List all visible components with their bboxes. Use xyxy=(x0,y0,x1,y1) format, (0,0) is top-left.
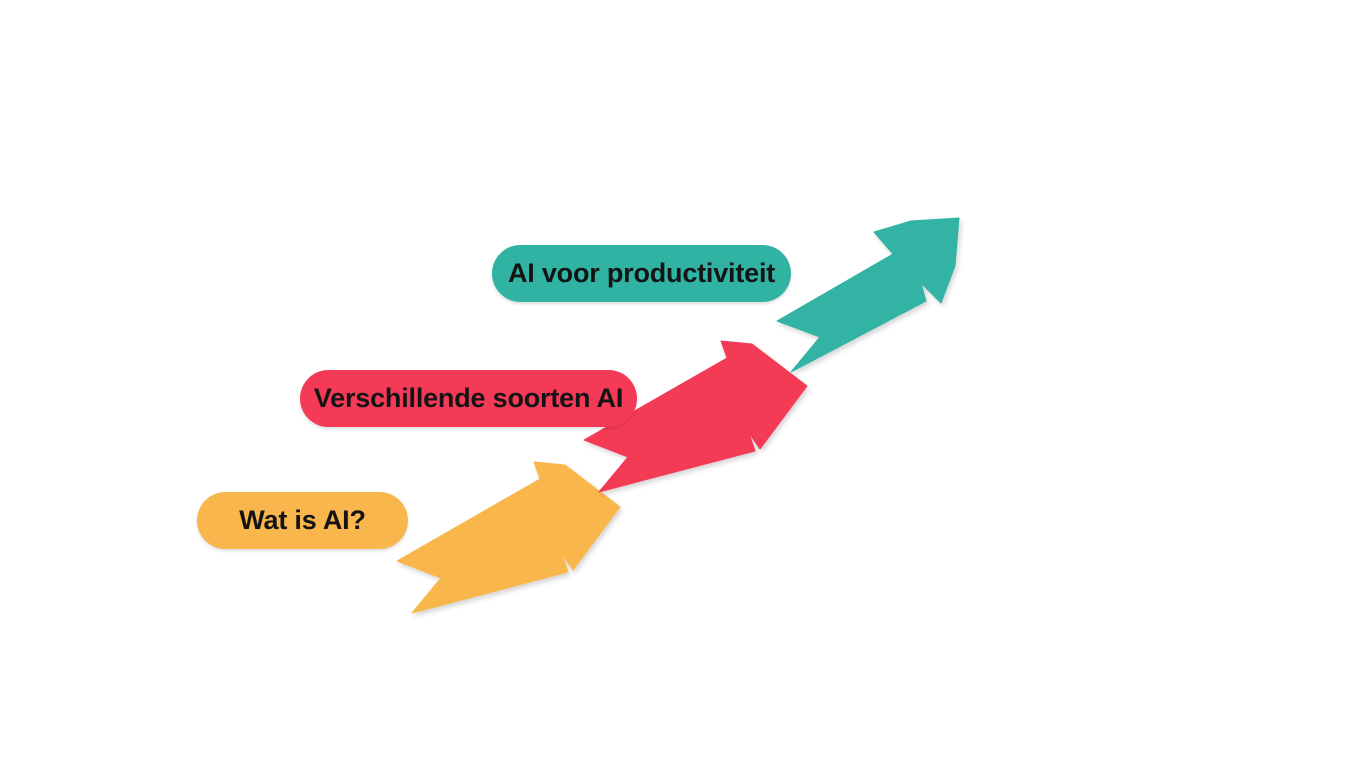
pill-label-step-2: Verschillende soorten AI xyxy=(313,383,624,413)
orange-arrow xyxy=(396,461,621,614)
pill-ai-voor-productiviteit[interactable]: AI voor productiviteit xyxy=(492,245,791,302)
pill-label-step-1: Wat is AI? xyxy=(239,505,366,535)
teal-arrow xyxy=(776,217,960,373)
pill-wat-is-ai[interactable]: Wat is AI? xyxy=(197,492,408,549)
pill-verschillende-soorten-ai[interactable]: Verschillende soorten AI xyxy=(300,370,637,427)
pill-label-step-3: AI voor productiviteit xyxy=(507,258,776,288)
red-arrow xyxy=(583,340,808,493)
